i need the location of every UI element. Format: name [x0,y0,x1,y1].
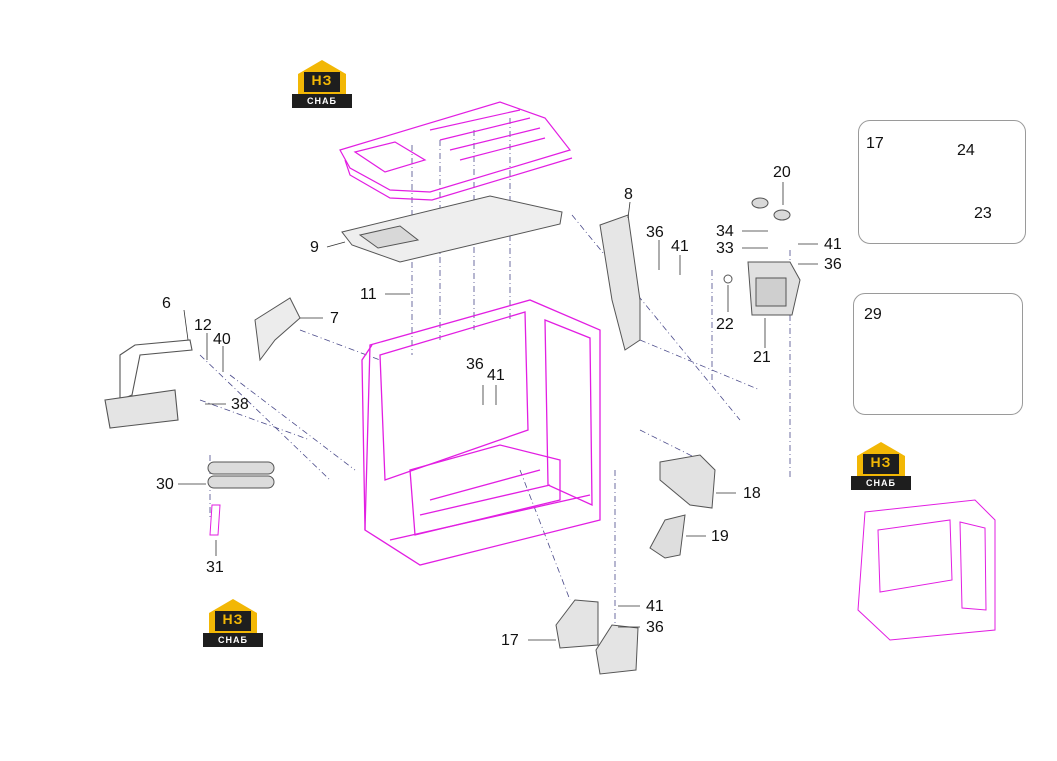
callout-17-inset: 17 [866,135,884,152]
brand-logo-right: НЗ СНАБ [851,438,911,492]
headliner-panel [341,195,563,263]
callout-22: 22 [716,316,734,333]
callout-19: 19 [711,528,729,545]
callout-36: 36 [466,356,484,373]
callout-31: 31 [206,559,224,576]
part-17-covers [555,599,639,675]
callout-41: 41 [824,236,842,253]
callout-6: 6 [162,295,171,312]
roof-panel [339,101,573,201]
inset-roof-trim [858,120,1026,244]
callout-18: 18 [743,485,761,502]
callout-30: 30 [156,476,174,493]
part-21-box [747,261,801,316]
logo-word: СНАБ [218,635,248,645]
callout-7: 7 [330,310,339,327]
brand-logo-icon [851,442,911,490]
brand-logo-bottom-left: НЗ СНАБ [203,595,263,649]
callout-40: 40 [213,331,231,348]
part-30-roll [207,461,275,489]
logo-mark: НЗ [311,72,333,88]
callout-8: 8 [624,186,633,203]
logo-mark: НЗ [222,611,244,627]
callout-24: 24 [957,142,975,159]
part-31-clip [209,504,221,536]
cab-frame [361,299,601,566]
part-22-washer [723,274,733,284]
part-7-panel [254,297,301,362]
logo-word: СНАБ [866,478,896,488]
brand-logo-icon [203,599,263,647]
leader-lines [178,147,1013,641]
part-8-pillar [599,214,641,351]
brand-logo-icon [292,60,352,108]
callout-33: 33 [716,240,734,257]
callout-38: 38 [231,396,249,413]
part-18-duct [659,454,716,509]
callout-17: 17 [501,632,519,649]
callout-41: 41 [487,367,505,384]
cab-preview [857,499,996,641]
callout-34: 34 [716,223,734,240]
callout-29: 29 [864,306,882,323]
callout-23: 23 [974,205,992,222]
callout-21: 21 [753,349,771,366]
part-20-knobs [751,197,791,221]
logo-mark: НЗ [870,454,892,470]
part-6-frame [104,339,193,429]
callout-36: 36 [824,256,842,273]
part-19-vent [649,514,686,559]
callout-36: 36 [646,619,664,636]
logo-word: СНАБ [307,96,337,106]
callout-9: 9 [310,239,319,256]
callout-41: 41 [646,598,664,615]
brand-logo-top: НЗ СНАБ [292,56,352,110]
callout-11: 11 [360,286,377,303]
callout-20: 20 [773,164,791,181]
callout-41: 41 [671,238,689,255]
callout-36: 36 [646,224,664,241]
inset-part-29 [853,293,1023,415]
callout-12: 12 [194,317,212,334]
